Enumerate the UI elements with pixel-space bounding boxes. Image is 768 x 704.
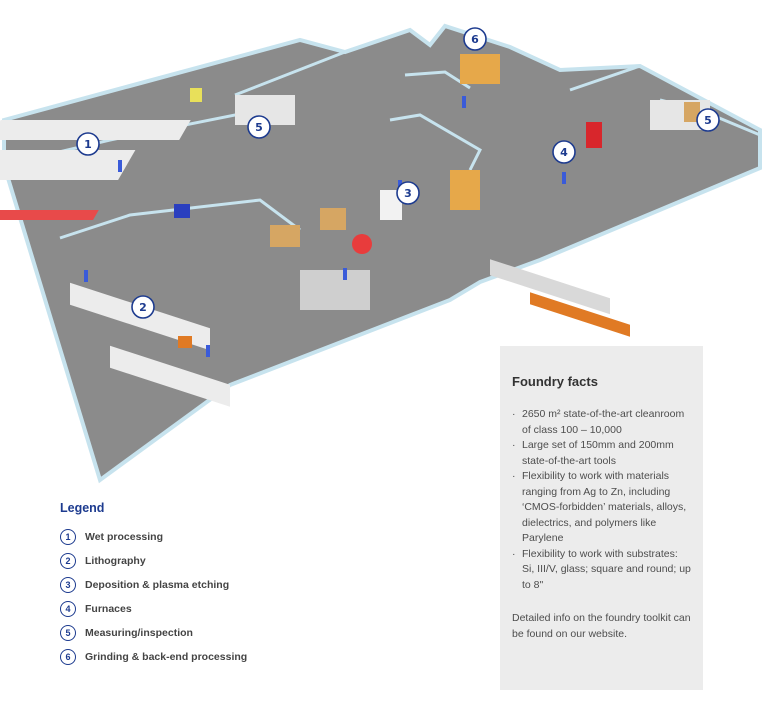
svg-text:5: 5 [704, 114, 712, 127]
svg-text:1: 1 [84, 138, 92, 151]
legend-label: Wet processing [85, 531, 163, 543]
legend-item: 6 Grinding & back-end processing [60, 645, 360, 669]
facts-title: Foundry facts [512, 374, 598, 389]
cleanroom-floor [1, 23, 762, 484]
legend: Legend 1 Wet processing 2 Lithography 3 Dep… [60, 501, 360, 669]
legend-number: 5 [60, 625, 76, 641]
fact-item: Flexibility to work with substrates: Si,… [512, 547, 691, 594]
facts-list: 2650 m² state-of-the-art cleanroom of cl… [512, 407, 691, 593]
legend-number: 4 [60, 601, 76, 617]
legend-title: Legend [60, 501, 105, 515]
legend-list: 1 Wet processing 2 Lithography 3 Deposition… [60, 525, 360, 669]
equipment-zone-4 [450, 122, 630, 337]
legend-label: Furnaces [85, 603, 132, 615]
legend-number: 6 [60, 649, 76, 665]
cleanroom-floorplan: 1 2 3 4 5 6 5 [0, 23, 762, 484]
foundry-facts-panel: Foundry facts 2650 m² state-of-the-art c… [500, 346, 703, 690]
legend-number: 2 [60, 553, 76, 569]
zone-marker-1: 1 [76, 132, 100, 156]
svg-text:3: 3 [404, 187, 412, 200]
legend-number: 1 [60, 529, 76, 545]
fact-item: Flexibility to work with materials rangi… [512, 469, 691, 547]
zone-marker-2: 2 [131, 295, 155, 319]
zone-marker-6: 6 [463, 27, 487, 51]
legend-item: 4 Furnaces [60, 597, 360, 621]
equipment-zone-1 [0, 88, 202, 220]
facts-detail-text: Detailed info on the foundry toolkit can… [512, 612, 691, 640]
legend-item: 3 Deposition & plasma etching [60, 573, 360, 597]
svg-text:5: 5 [255, 121, 263, 134]
legend-label: Lithography [85, 555, 146, 567]
zone-marker-5a: 5 [247, 115, 271, 139]
svg-text:4: 4 [560, 146, 568, 159]
zone-marker-4: 4 [552, 140, 576, 164]
legend-number: 3 [60, 577, 76, 593]
svg-text:2: 2 [139, 301, 147, 314]
legend-label: Measuring/inspection [85, 627, 193, 639]
legend-label: Grinding & back-end processing [85, 651, 248, 663]
fact-item: Large set of 150mm and 200mm state-of-th… [512, 438, 691, 469]
legend-item: 1 Wet processing [60, 525, 360, 549]
svg-text:6: 6 [471, 33, 479, 46]
zone-marker-5b: 5 [696, 108, 720, 132]
legend-item: 5 Measuring/inspection [60, 621, 360, 645]
zone-marker-3: 3 [396, 181, 420, 205]
legend-label: Deposition & plasma etching [85, 579, 230, 591]
fact-item: 2650 m² state-of-the-art cleanroom of cl… [512, 407, 691, 438]
equipment-zone-3 [270, 190, 402, 310]
legend-item: 2 Lithography [60, 549, 360, 573]
